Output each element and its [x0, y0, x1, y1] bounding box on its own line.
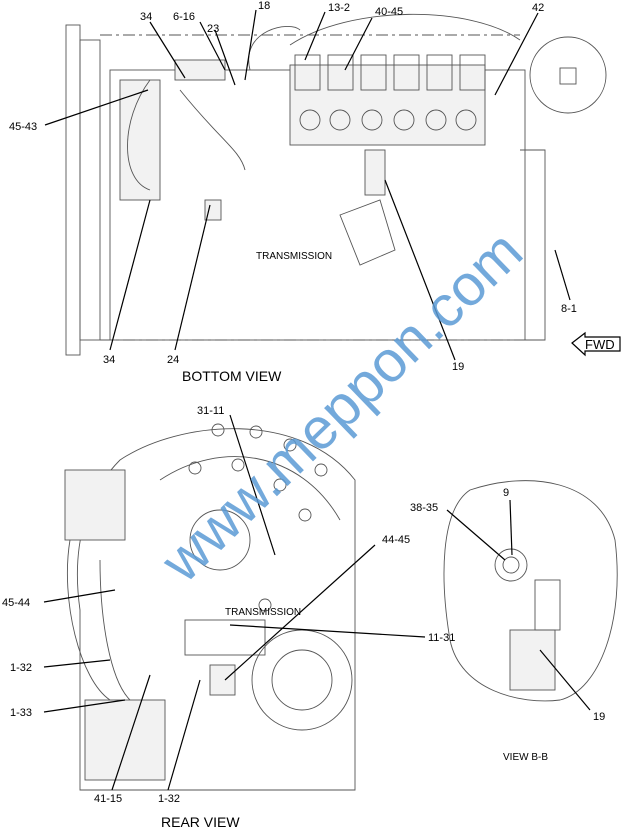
callout-13-2: 13-2 [328, 2, 350, 14]
callout-11-31: 11-31 [428, 632, 455, 644]
callout-34: 34 [140, 11, 152, 23]
callout-45-43: 45-43 [9, 121, 37, 133]
callout-9: 9 [503, 487, 509, 499]
callout-42: 42 [532, 2, 544, 14]
callout-41-15: 41-15 [94, 793, 122, 805]
callout-8-1: 8-1 [561, 303, 577, 315]
transmission-label: TRANSMISSION [225, 607, 301, 618]
callout-19: 19 [593, 711, 605, 723]
callout-18: 18 [258, 0, 270, 12]
rear-view-title: REAR VIEW [161, 814, 240, 830]
callout-45-44: 45-44 [2, 597, 30, 609]
callout-31-11: 31-11 [197, 405, 224, 417]
callout-34: 34 [103, 354, 115, 366]
callout-24: 24 [167, 354, 179, 366]
callout-6-16: 6-16 [173, 11, 195, 23]
fwd-label: FWD [585, 337, 615, 352]
view-bb-title: VIEW B-B [503, 752, 548, 763]
callout-40-45: 40-45 [375, 6, 403, 18]
view-bb-drawing [443, 480, 618, 702]
callout-44-45: 44-45 [382, 534, 410, 546]
section-view-callouts: 9 38-35 19 VIEW B-B [410, 487, 605, 763]
rear-view-drawing [64, 423, 356, 791]
transmission-label: TRANSMISSION [256, 251, 332, 262]
leader-lines [43, 9, 591, 791]
callout-19: 19 [452, 361, 464, 373]
bottom-view-title: BOTTOM VIEW [182, 368, 282, 384]
bottom-view-callouts: 34 6-16 23 18 13-2 40-45 42 45-43 34 24 … [9, 0, 615, 384]
callout-23: 23 [207, 23, 219, 35]
callout-38-35: 38-35 [410, 502, 438, 514]
fwd-arrow [571, 331, 621, 357]
callout-1-32: 1-32 [158, 793, 180, 805]
bottom-view-drawing [65, 13, 607, 356]
callout-1-32: 1-32 [10, 662, 32, 674]
callout-1-33: 1-33 [10, 707, 32, 719]
rear-view-callouts: 31-11 44-45 45-44 1-32 1-33 11-31 41-15 … [2, 405, 455, 830]
